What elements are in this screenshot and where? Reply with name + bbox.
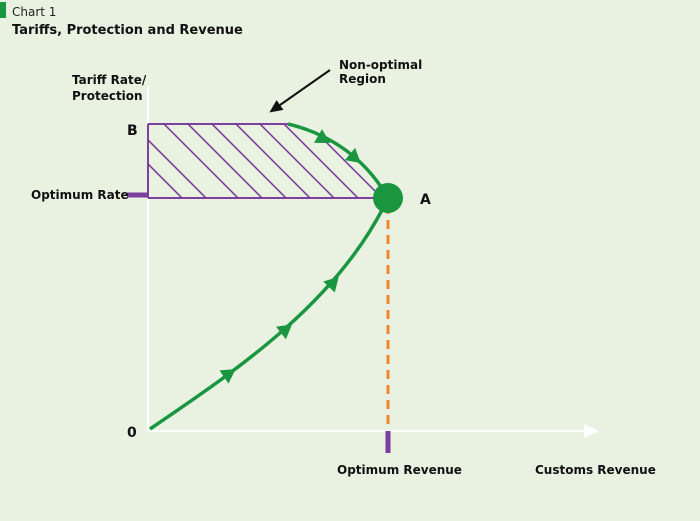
point-b-label: B: [127, 123, 138, 139]
curve-arrow-icon: [276, 324, 293, 340]
chart-number: Chart 1: [12, 5, 57, 19]
chart-marker: [0, 2, 6, 18]
optimum-rate-label: Optimum Rate: [31, 188, 129, 202]
x-axis-arrowhead: [584, 424, 599, 438]
origin-label: 0: [127, 425, 137, 441]
annotation-label-line2: Region: [339, 72, 386, 86]
optimum-revenue-label: Optimum Revenue: [337, 463, 462, 477]
point-a-label: A: [420, 192, 431, 208]
curve-arrow-icon: [344, 147, 361, 163]
curve-arrow-icon: [314, 129, 331, 143]
point-a-dot: [373, 183, 403, 213]
chart-title: Tariffs, Protection and Revenue: [12, 23, 243, 38]
curve-arrow-icon: [219, 369, 236, 384]
annotation-arrow: [279, 69, 331, 106]
x-axis-label: Customs Revenue: [535, 463, 656, 477]
y-axis-label-line2: Protection: [72, 89, 143, 103]
y-axis-label-line1: Tariff Rate/: [72, 73, 147, 87]
annotation-arrowhead-icon: [269, 100, 284, 113]
annotation-label-line1: Non-optimal: [339, 58, 422, 72]
curve-arrow-icon: [323, 276, 339, 293]
tariff-revenue-curve: [149, 122, 390, 431]
